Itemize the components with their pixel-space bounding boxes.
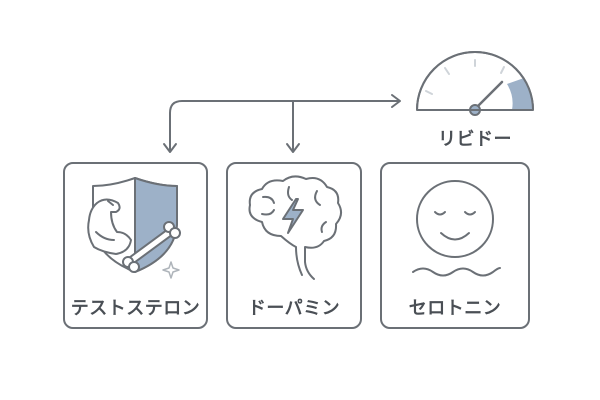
serotonin-label: セロトニン	[408, 298, 502, 319]
gauge-label: リビドー	[438, 129, 512, 150]
wave-line	[412, 267, 501, 277]
arrow-to-dopamine-head	[286, 143, 300, 153]
gauge-needle	[473, 80, 504, 111]
gauge-ticks	[425, 59, 505, 95]
gauge-level-fill	[507, 78, 534, 110]
arrow-to-gauge-head	[391, 94, 401, 108]
testosterone-label: テストステロン	[70, 298, 201, 319]
dopamine-label: ドーパミン	[247, 298, 341, 319]
brain-lightning-icon	[248, 175, 342, 280]
lightning-bolt	[282, 198, 304, 234]
muscle-shield-icon	[87, 177, 181, 279]
connector-main-line	[169, 100, 399, 151]
arrow-to-testosterone-head	[163, 143, 177, 153]
libido-gauge-icon	[416, 51, 534, 116]
connector-arrows	[163, 94, 401, 153]
calm-face-icon	[412, 180, 501, 277]
